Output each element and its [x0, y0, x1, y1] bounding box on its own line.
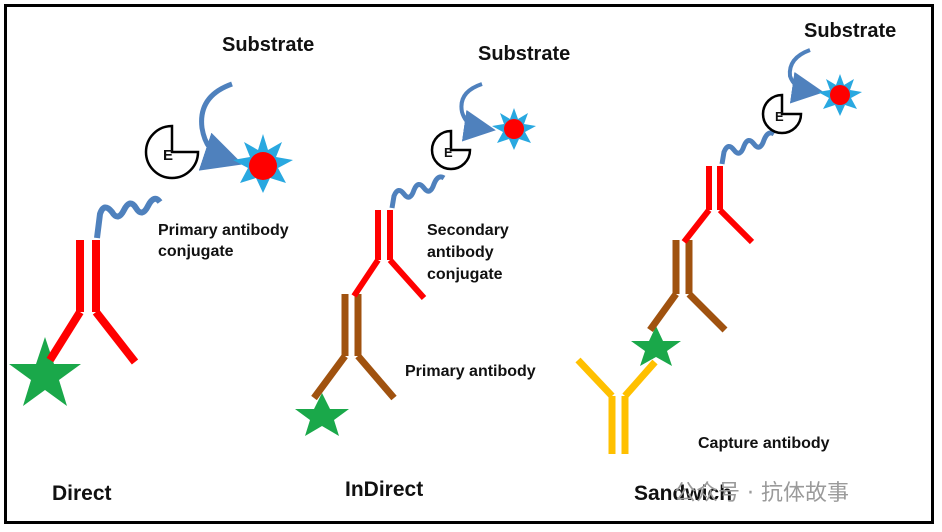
substrate-label: Substrate — [478, 43, 570, 65]
antigen-star-icon — [631, 326, 681, 366]
detection-antibody-conjugate-icon — [681, 166, 755, 245]
product-burst-icon — [818, 74, 862, 116]
enzyme-label: E — [444, 145, 453, 160]
conjugate-label-line1: Secondary — [427, 222, 509, 239]
enzyme-icon — [430, 129, 472, 171]
substrate-label: Substrate — [222, 34, 314, 56]
linker-wave-icon — [719, 130, 776, 165]
conjugate-label-line2: conjugate — [158, 243, 234, 260]
primary-antibody-icon — [311, 294, 397, 401]
capture-antibody-icon — [575, 357, 658, 454]
figure-frame — [4, 4, 934, 524]
product-burst-icon — [492, 108, 536, 150]
watermark-text: 公众号 · 抗体故事 — [674, 481, 849, 506]
primary-antibody-icon — [647, 240, 728, 333]
reaction-arrow-icon — [787, 48, 824, 104]
direct-panel: E Substrate Primary antibody conjugate D… — [9, 34, 314, 505]
capture-antibody-label: Capture antibody — [698, 435, 830, 452]
enzyme-icon — [144, 124, 200, 180]
sandwich-panel: E Substrate Capture antibody Sandwich — [575, 20, 896, 505]
product-burst-icon — [233, 134, 293, 193]
primary-antibody-conjugate-icon — [46, 240, 139, 365]
enzyme-icon — [761, 93, 803, 135]
panel-title-sandwich: Sandwich — [634, 482, 732, 505]
enzyme-label: E — [775, 109, 784, 124]
enzyme-label: E — [163, 147, 173, 164]
conjugate-label-line2: antibody — [427, 244, 494, 261]
panel-title-indirect: InDirect — [345, 478, 423, 501]
indirect-panel: E Substrate Secondary antibody conjugate… — [295, 43, 570, 501]
substrate-label: Substrate — [804, 20, 896, 42]
antigen-star-icon — [9, 337, 81, 406]
panel-title-direct: Direct — [52, 482, 112, 505]
reaction-arrow-icon — [198, 81, 243, 171]
antigen-star-icon — [295, 393, 349, 436]
linker-wave-icon — [389, 174, 446, 209]
conjugate-label-line3: conjugate — [427, 266, 503, 283]
reaction-arrow-icon — [459, 82, 496, 142]
primary-antibody-label: Primary antibody — [405, 363, 536, 380]
conjugate-label-line1: Primary antibody — [158, 222, 289, 239]
secondary-antibody-conjugate-icon — [351, 210, 427, 301]
linker-wave-icon — [94, 195, 163, 239]
